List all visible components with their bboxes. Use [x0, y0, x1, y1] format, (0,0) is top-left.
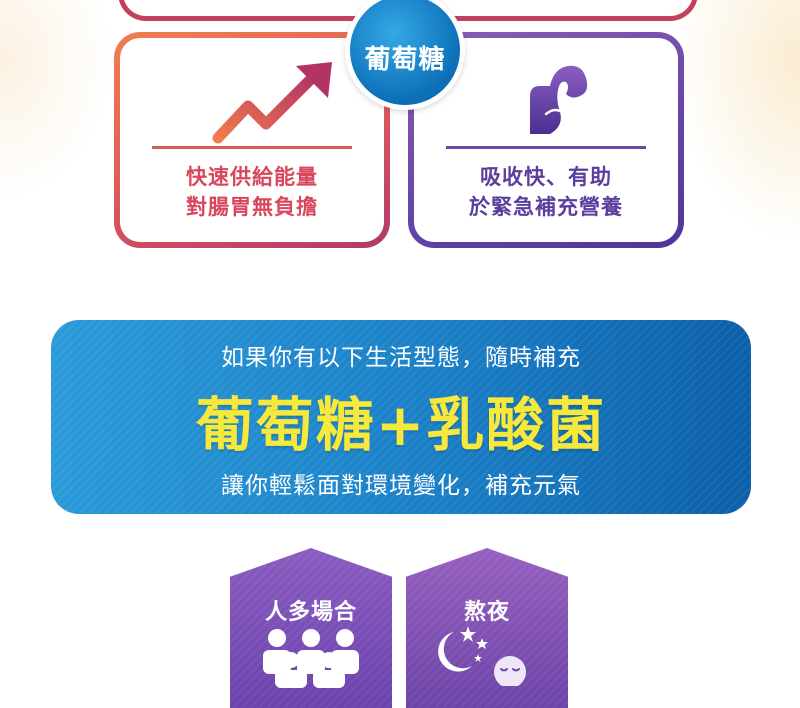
glucose-badge: 葡萄糖: [345, 0, 465, 110]
card-divider: [152, 146, 352, 149]
scenario-label: 人多場合: [264, 600, 357, 625]
scenario-crowd: 人多場合: [230, 548, 392, 708]
card-divider: [446, 146, 646, 149]
promo-banner: 如果你有以下生活型態，隨時補充 葡萄糖+乳酸菌 讓你輕鬆面對環境變化，補充元氣: [51, 320, 751, 514]
banner-tagline: 讓你輕鬆面對環境變化，補充元氣: [221, 473, 581, 499]
card-line: 吸收快、有助: [480, 165, 612, 189]
flexed-arm-icon: [530, 65, 588, 134]
card-text: 快速供給能量 對腸胃無負擔: [120, 162, 384, 222]
banner-intro: 如果你有以下生活型態，隨時補充: [221, 345, 581, 371]
card-line: 對腸胃無負擔: [186, 195, 318, 219]
benefit-card-energy: 快速供給能量 對腸胃無負擔: [114, 32, 390, 248]
scenario-late-night: 熬夜: [406, 548, 568, 708]
banner-headline: 葡萄糖+乳酸菌: [195, 391, 607, 459]
card-line: 快速供給能量: [186, 165, 318, 189]
badge-label: 葡萄糖: [364, 44, 446, 75]
card-line: 於緊急補充營養: [469, 195, 623, 219]
scenario-label: 熬夜: [463, 600, 510, 625]
moon-and-stars-icon: [438, 626, 526, 686]
crowd-icon: [263, 629, 359, 688]
rising-trend-arrow-icon: [212, 62, 332, 144]
card-text: 吸收快、有助 於緊急補充營養: [414, 162, 678, 222]
